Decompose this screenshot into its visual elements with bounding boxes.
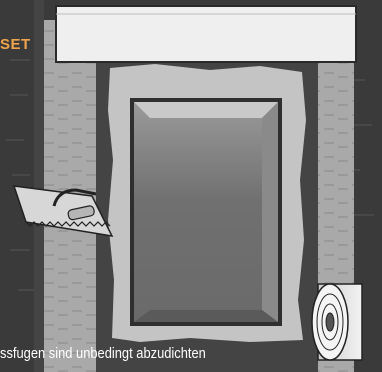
- corner-tag: SET: [0, 36, 31, 53]
- caption-text: ssfugen sind unbedingt abzudichten: [0, 345, 206, 362]
- sealing-tape-roll-icon: [312, 284, 362, 360]
- niche-recess: [134, 102, 278, 322]
